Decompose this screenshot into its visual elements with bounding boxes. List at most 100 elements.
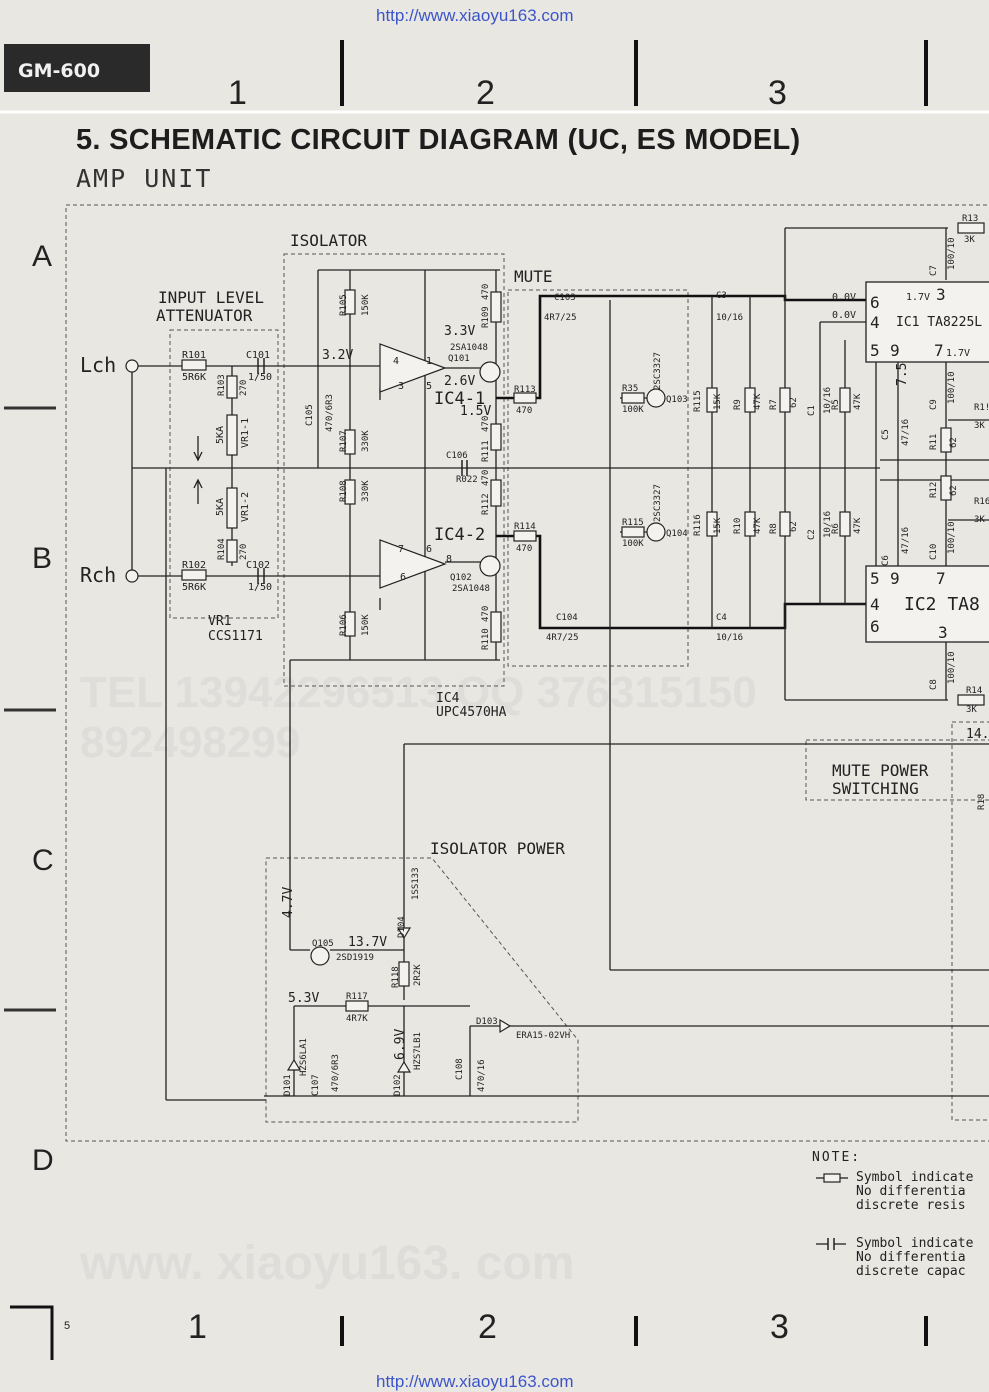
block-isolator-power-label: ISOLATOR POWER [430,839,565,858]
r110-label: R110 [481,628,491,650]
vr1-2-pot [226,487,238,529]
r112-value: 470 [481,470,491,486]
c106-label: C106 [446,451,468,461]
ic4-1-label: IC4-1 [434,389,485,409]
d104-label: D104 [397,916,407,938]
r8-value: 62 [789,521,799,532]
c108-label: C108 [455,1058,465,1080]
r10-value: 47K [753,517,763,534]
r15-label: R1! [974,403,989,413]
lch-jack [125,359,139,373]
d103-part: ERA15-02VH [516,1031,570,1041]
c102-value: 1/50 [248,582,272,593]
model-badge: GM-600 [4,44,150,92]
ic2-pin9: 9 [890,569,900,588]
c102-label: C102 [246,560,270,571]
c10-value: 100/10 [947,521,957,554]
d101-diode [286,1058,302,1071]
vr1-2-value: 5KA [215,498,226,516]
watermark-url-bottom: http://www.xiaoyu163.com [376,1372,574,1391]
c105-value: 470/6R3 [325,394,335,432]
power-amp-ics: 6 4 IC1 TA8225L 5 9 7 1.7V 1.7V 3 5 9 7 … [865,281,989,643]
c1-label: C1 [807,405,817,416]
r8-label: R8 [769,523,779,534]
ic4-2-opamp [379,539,447,589]
q103-label: Q103 [666,395,688,405]
column-number-3-bottom: 3 [770,1308,789,1346]
voltage-1-5v: 1.5V [460,404,491,419]
ic4-2-label: IC4-2 [434,525,485,545]
q103-part: 2SC3327 [653,352,663,390]
r111-label: R111 [481,440,491,462]
voltage-5-3v: 5.3V [288,991,319,1006]
c8-value: 100/10 [947,651,957,684]
r13-label: R13 [962,214,978,224]
voltage-14v: 14. [966,727,989,742]
r5-value: 47K [853,393,863,410]
ic1-pin6: 6 [870,293,880,312]
r14-value: 3K [966,705,977,715]
q105-transistor [310,946,330,966]
note-title: NOTE: [812,1150,862,1165]
svg-text:1: 1 [426,356,432,367]
r109-label: R109 [481,306,491,328]
r116-label: R116 [693,514,703,536]
r104-label: R104 [217,538,227,560]
r114-label: R114 [514,522,536,532]
voltage-13-7v: 13.7V [348,935,387,950]
c6-label: C6 [881,555,891,566]
q102-transistor [479,555,501,577]
row-letter-d: D [32,1144,54,1177]
vr1-2-label: VR1-2 [240,492,251,522]
r112-label: R112 [481,493,491,515]
ic2-label: IC2 TA8 [904,594,980,615]
c9-value: 100/10 [947,371,957,404]
ic1-label: IC1 TA8225L [896,315,982,330]
rch-label: Rch [80,563,116,587]
q101-part: 2SA1048 [450,343,488,353]
svg-text:6: 6 [400,572,406,583]
r115b-value: 100K [622,539,644,549]
vr1-1-label: VR1-1 [240,418,251,448]
vr1-label: VR1 [208,614,231,629]
r6-label: R6 [831,523,841,534]
c5-value: 47/16 [901,419,911,446]
c101-label: C101 [246,350,270,361]
r5-label: R5 [831,399,841,410]
ic1-pin4: 4 [870,313,880,332]
note-resistor-line2: No differentia [856,1184,966,1199]
voltage-0v-top: 0.0V [832,292,856,303]
note-capacitor-line2: No differentia [856,1250,966,1265]
svg-text:5: 5 [426,381,432,392]
r12-value: 62 [949,485,959,496]
ic1-pin7: 7 [934,341,944,360]
isolator-power-stage: 4.7V 13.7V 5.3V 6.9V Q105 2SD1919 D104 1… [281,867,570,1096]
r117-label: R117 [346,992,368,1002]
d104-diode [396,927,412,940]
r108-value: 330K [361,480,371,502]
r35-value: 100K [622,405,644,415]
d101-label: D101 [283,1074,293,1096]
d102-diode [396,1060,412,1073]
q104-label: Q104 [666,529,688,539]
c3-label: C3 [716,291,727,301]
note-resistor-line3: discrete resis [856,1198,966,1213]
c105-label: C105 [305,404,315,426]
c107-label: C107 [311,1074,321,1096]
r113-value: 470 [516,406,532,416]
r10-label: R10 [733,518,743,534]
row-letter-b: B [32,542,53,575]
ic1-v3: 1.7V [906,292,930,303]
q101-label: Q101 [448,354,470,364]
ic2-pin6: 6 [870,617,880,636]
block-input-level-label: INPUT LEVEL [158,288,264,307]
resistor-symbol-icon [823,1173,841,1183]
column-number-3-top: 3 [768,74,787,112]
r101-resistor [181,359,207,371]
c2-value: 10/16 [823,511,833,538]
r14-label: R14 [966,686,982,696]
svg-text:4: 4 [393,356,399,367]
input-jacks: Lch Rch [80,353,139,587]
r107-value: 330K [361,430,371,452]
watermark-tel: TEL 13942296513 QQ 376315150 892498299 [80,668,757,767]
